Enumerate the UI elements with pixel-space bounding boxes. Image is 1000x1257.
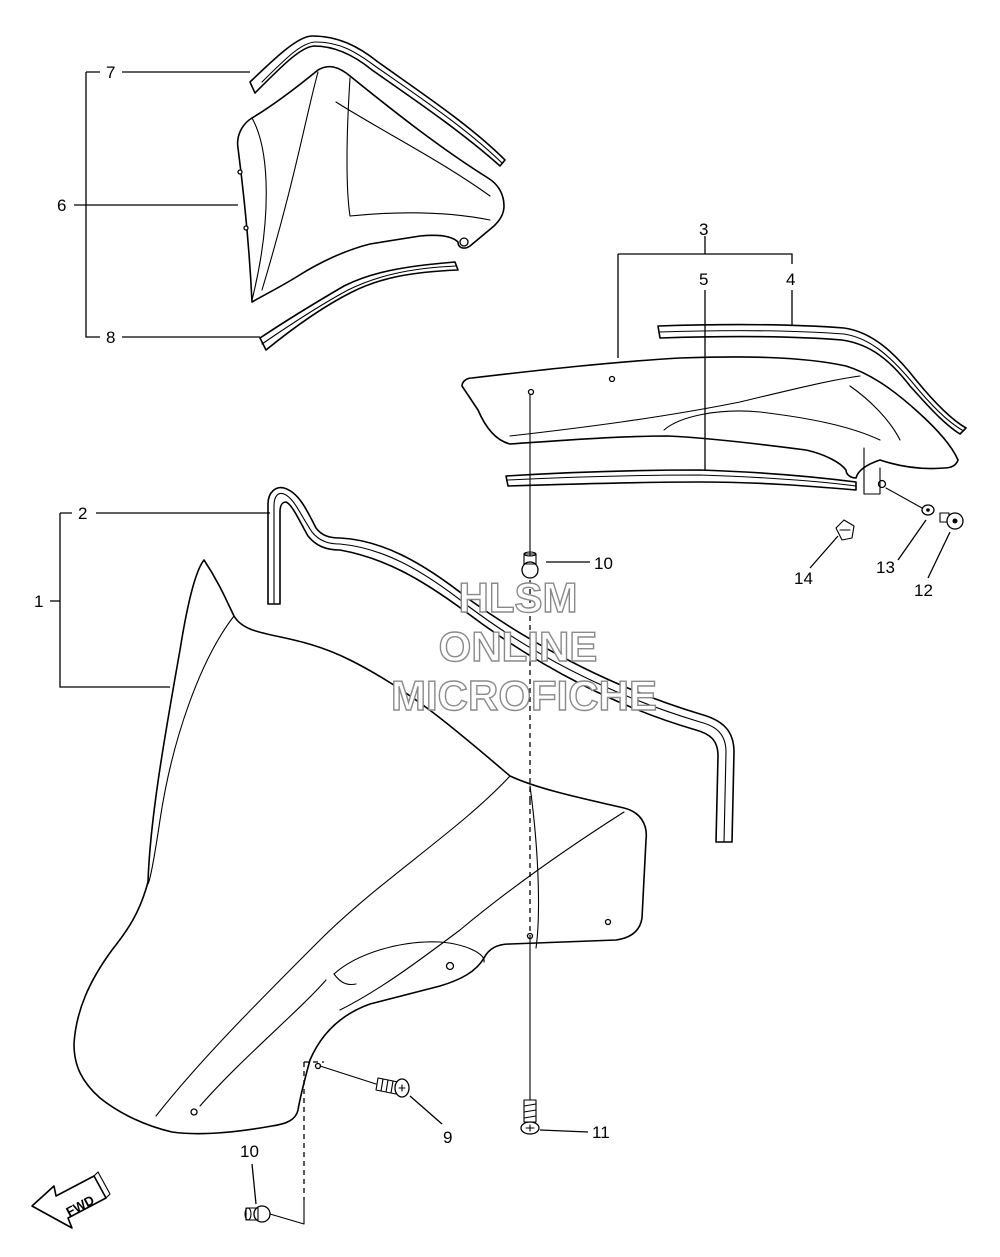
callout-6: 6 xyxy=(57,196,66,215)
callouts: 1 2 3 4 5 6 7 8 9 10 10 11 12 13 14 xyxy=(34,63,933,1161)
callout-4: 4 xyxy=(786,270,795,289)
callout-8: 8 xyxy=(106,328,115,347)
fwd-label: FWD xyxy=(64,1192,97,1219)
callout-7: 7 xyxy=(106,63,115,82)
watermark: HLSM ONLINE MICROFICHE xyxy=(390,573,657,719)
callout-11: 11 xyxy=(592,1123,610,1142)
callout-5: 5 xyxy=(699,270,708,289)
watermark-line-2: ONLINE xyxy=(439,623,598,670)
callout-2: 2 xyxy=(78,504,87,523)
callout-10-lower: 10 xyxy=(240,1142,259,1161)
upper-right-panel-assembly xyxy=(461,323,967,495)
center-lines xyxy=(269,393,923,1225)
right-hardware xyxy=(835,504,964,541)
upper-left-panel-assembly xyxy=(236,35,506,351)
callout-12: 12 xyxy=(914,581,933,600)
callout-10-upper: 10 xyxy=(594,554,613,573)
windscreen-assembly xyxy=(73,486,735,1135)
callout-3: 3 xyxy=(699,220,708,239)
callout-9: 9 xyxy=(443,1128,452,1147)
callout-1: 1 xyxy=(34,592,43,611)
watermark-line-1: HLSM xyxy=(459,574,578,621)
watermark-line-3: MICROFICHE xyxy=(391,672,657,719)
leader-lines xyxy=(50,71,951,1205)
callout-13: 13 xyxy=(876,558,895,577)
callout-14: 14 xyxy=(794,569,813,588)
fwd-arrow: FWD xyxy=(31,1171,111,1229)
lower-fasteners xyxy=(244,551,540,1223)
